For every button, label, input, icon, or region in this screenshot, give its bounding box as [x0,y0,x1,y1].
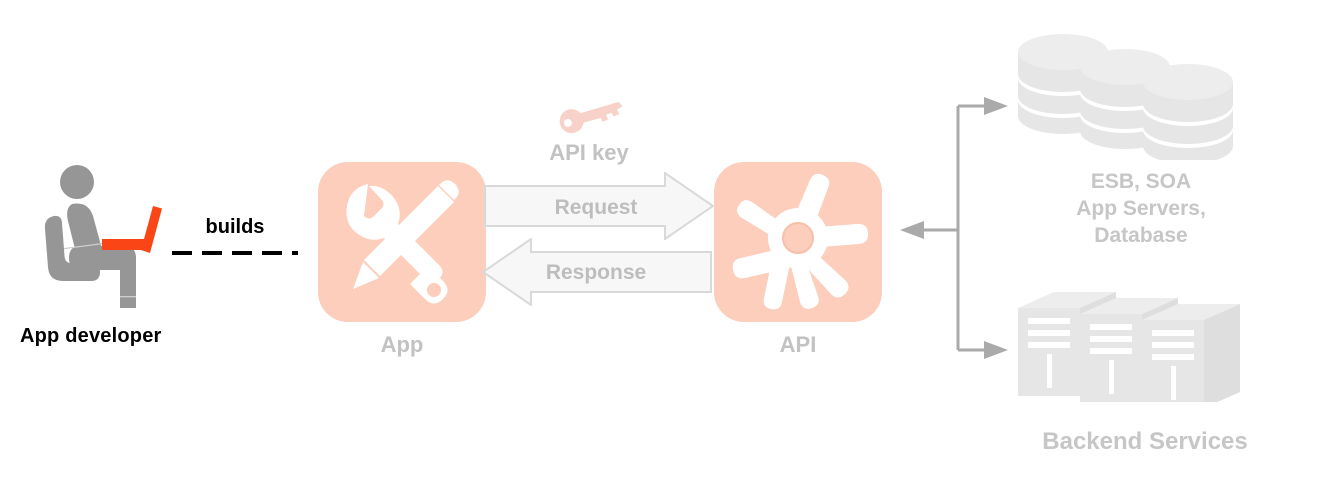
key-icon [556,98,626,134]
builds-label: builds [205,216,265,238]
wrench-and-pencil-icon [346,180,459,304]
datastore-label-line-1: ESB, SOA [1090,170,1192,193]
branching-arrow-connector [890,88,1020,368]
datastore-label: ESB, SOA App Servers, Database [1010,168,1272,249]
database-stack-icon [1018,34,1264,164]
api-key-label: API key [549,140,629,165]
request-flow-arrow [484,171,715,241]
app-node-label: App [380,332,424,357]
response-flow-arrow [481,237,712,307]
api-node[interactable] [714,162,882,322]
datastore-label-line-2: App Servers, [1076,197,1206,220]
builds-dashed-line [170,244,300,255]
api-node-label: API [779,332,817,357]
request-label: Request [554,196,638,219]
seated-developer-with-laptop-icon [40,160,180,310]
api-star-hub-icon [732,173,869,310]
app-developer-label: App developer [20,325,162,347]
response-label: Response [545,261,647,284]
server-racks-icon [1018,282,1264,408]
backend-services-label: Backend Services [1042,428,1248,455]
app-node[interactable] [318,162,486,322]
datastore-label-line-3: Database [1094,224,1188,247]
